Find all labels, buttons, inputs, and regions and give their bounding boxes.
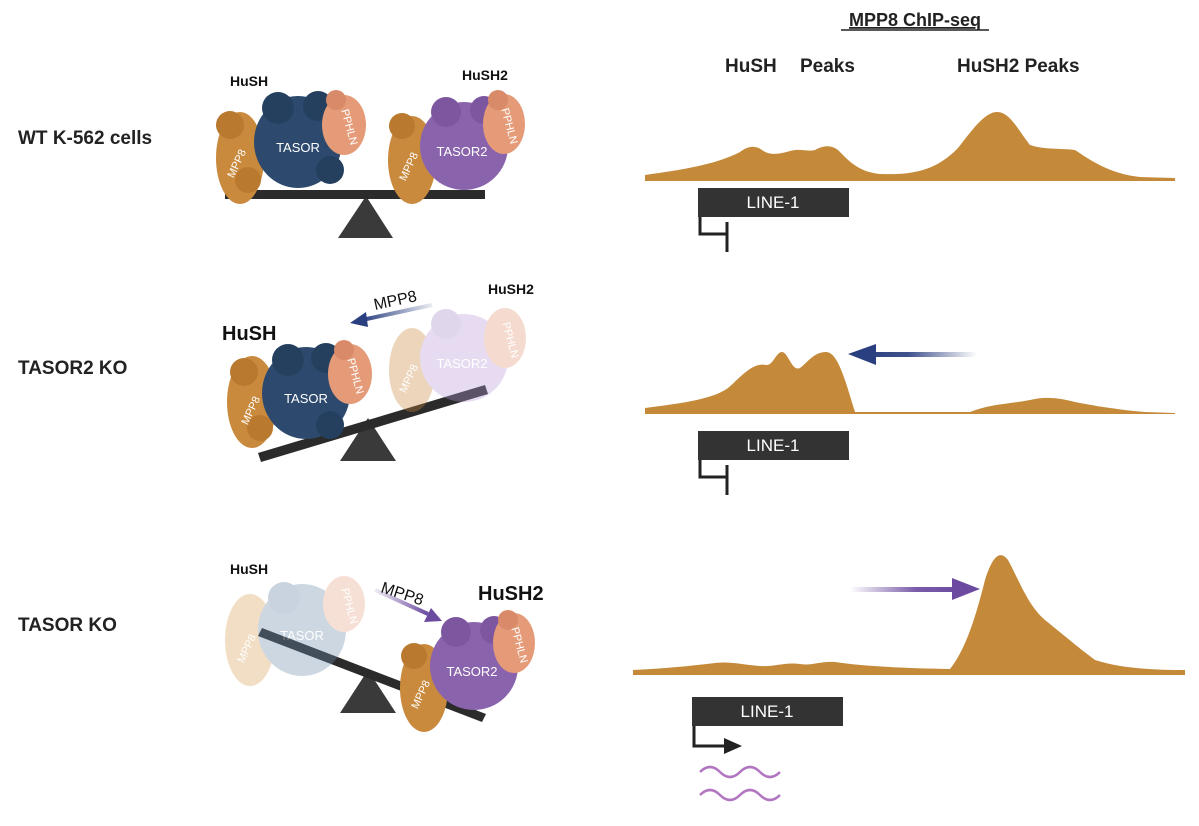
row-label-tasor-ko: TASOR KO (18, 615, 117, 636)
svg-text:LINE-1: LINE-1 (741, 702, 794, 721)
complex-label-hush: HuSH (230, 561, 268, 577)
seesaw-beam (225, 190, 485, 199)
peak-shift-arrow-left (848, 344, 977, 365)
tasor2-protein: TASOR2 (420, 309, 508, 402)
line1-transcripts (699, 765, 781, 802)
mpp8-protein: MPP8 (216, 111, 264, 204)
svg-text:TASOR2: TASOR2 (436, 356, 487, 371)
complex-label-hush: HuSH (230, 73, 268, 89)
complex-label-hush: HuSH (222, 323, 276, 345)
chip-track-tasor2-ko (645, 352, 1175, 414)
seesaw-wt (225, 190, 485, 238)
pphln-protein: PPHLN (322, 90, 366, 155)
svg-text:TASOR: TASOR (276, 140, 320, 155)
row-label-tasor2-ko: TASOR2 KO (18, 358, 127, 379)
seesaw-beam (258, 385, 488, 462)
mpp8-protein: MPP8 (225, 594, 275, 686)
pphln-protein: PPHLN (484, 308, 526, 368)
chip-seq-title: MPP8 ChIP-seq (849, 10, 981, 30)
svg-text:LINE-1: LINE-1 (747, 436, 800, 455)
line1-element-tasor2-ko: LINE-1 (698, 431, 849, 495)
line1-element-wt: LINE-1 (698, 188, 849, 252)
svg-text:LINE-1: LINE-1 (747, 193, 800, 212)
tasor-protein: TASOR (262, 343, 350, 439)
svg-text:MPP8: MPP8 (379, 580, 426, 610)
rna-transcript (699, 765, 781, 779)
svg-text:TASOR2: TASOR2 (436, 144, 487, 159)
mpp8-shift-arrow-right: MPP8 (374, 580, 442, 622)
fulcrum (340, 670, 396, 713)
hush-complex-faded: MPP8 TASOR PPHLN (225, 576, 365, 686)
svg-text:TASOR: TASOR (284, 391, 328, 406)
svg-text:TASOR2: TASOR2 (446, 664, 497, 679)
mpp8-shift-arrow-left: MPP8 (350, 288, 433, 327)
seesaw-tasor2-ko (258, 385, 488, 462)
row-label-wt: WT K-562 cells (18, 128, 152, 149)
svg-text:TASOR: TASOR (280, 628, 324, 643)
pphln-protein: PPHLN (323, 576, 365, 632)
hush2-complex-wt: MPP8 TASOR2 PPHLN (388, 90, 525, 204)
rna-transcript (699, 788, 781, 802)
pphln-protein: PPHLN (493, 610, 535, 673)
peak-shift-arrow-right (850, 578, 980, 600)
chip-track-wt (645, 112, 1175, 181)
complex-label-hush2: HuSH2 (488, 281, 534, 297)
mpp8-protein: MPP8 (389, 328, 435, 412)
hush2-complex-tasor-ko: MPP8 TASOR2 PPHLN (400, 610, 535, 732)
active-promoter-arrow-icon (724, 738, 742, 754)
hush2-peaks-label: HuSH2 Peaks (957, 56, 1080, 77)
complex-label-hush2: HuSH2 (478, 583, 544, 605)
complex-label-hush2: HuSH2 (462, 67, 508, 83)
peaks-label: Peaks (800, 56, 855, 77)
line1-element-tasor-ko: LINE-1 (692, 697, 843, 754)
pphln-protein: PPHLN (328, 340, 372, 404)
hush-peaks-label: HuSH (725, 56, 777, 77)
hush-complex-wt: MPP8 TASOR PPHLN (216, 90, 366, 204)
fulcrum (340, 418, 396, 461)
hush2-complex-faded: MPP8 TASOR2 PPHLN (389, 308, 526, 412)
hush-complex-tasor2-ko: MPP8 TASOR PPHLN (227, 340, 372, 448)
pphln-protein: PPHLN (483, 90, 525, 154)
chip-track-tasor-ko (633, 555, 1185, 675)
tasor-protein: TASOR (258, 582, 346, 676)
fulcrum (338, 196, 393, 238)
